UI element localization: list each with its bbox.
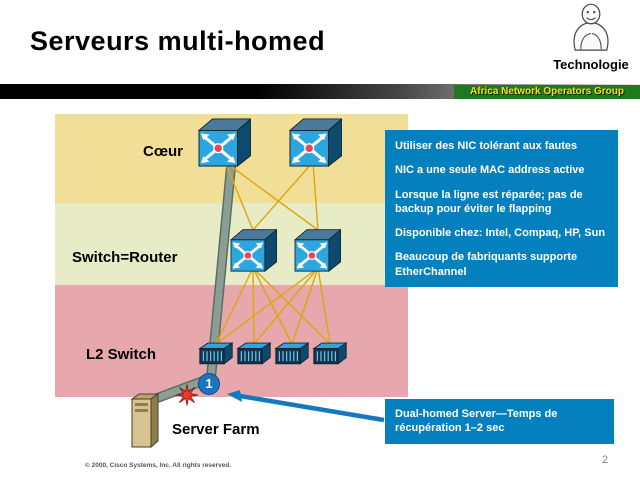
switch-router-icon	[293, 228, 341, 272]
server-icon	[128, 392, 162, 448]
multilayer-switch-icon	[197, 117, 251, 167]
multilayer-switch-icon	[288, 117, 342, 167]
core-layer-label: Cœur	[143, 143, 183, 160]
copyright-text: © 2000, Cisco Systems, Inc. All rights r…	[85, 462, 232, 469]
l2-switch-icon	[274, 341, 310, 365]
l2-switch-icon	[312, 341, 348, 365]
callout-item: Beaucoup de fabriquants supporte EtherCh…	[395, 251, 578, 278]
logo-caption: Technologie	[553, 57, 629, 72]
afnog-banner: Africa Network Operators Group	[454, 85, 640, 99]
l2-switch-label: L2 Switch	[86, 346, 157, 363]
l2-switch-icon	[236, 341, 272, 365]
notes-callout-box: Utiliser des NIC tolérant aux fautes NIC…	[385, 130, 618, 288]
step-marker-1: 1	[198, 373, 220, 395]
page-number: 2	[602, 454, 609, 466]
page-title: Serveurs multi-homed	[30, 26, 326, 56]
callout-item: Lorsque la ligne est réparée; pas de bac…	[395, 188, 583, 215]
server-farm-label: Server Farm	[172, 421, 260, 438]
failure-star-icon	[174, 382, 200, 408]
callout-item: NIC a une seule MAC address active	[395, 164, 585, 177]
l2-switch-icon	[198, 341, 234, 365]
switch-router-icon	[229, 228, 277, 272]
dual-homed-callout: Dual-homed Server—Temps de récupération …	[385, 399, 614, 444]
gorilla-sketch-icon	[573, 3, 609, 51]
callout-item: Disponible chez: Intel, Compaq, HP, Sun	[395, 227, 606, 240]
logo: Technologie	[551, 2, 631, 72]
switch-router-label: Switch=Router	[72, 249, 178, 266]
callout-item: Utiliser des NIC tolérant aux fautes	[395, 140, 578, 152]
